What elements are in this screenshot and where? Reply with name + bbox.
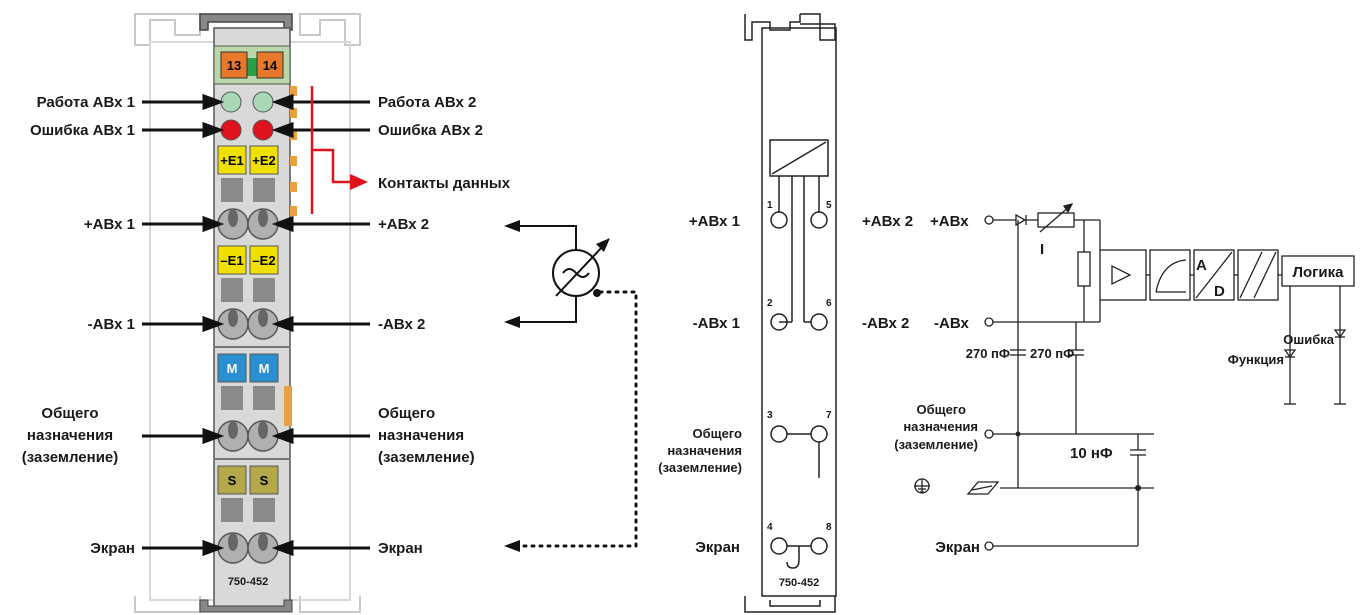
- data-contacts-indicator: [310, 86, 368, 214]
- circuit-label-a: A: [1196, 257, 1207, 274]
- label-minus-2: -АВх 2: [378, 316, 425, 333]
- tag-minus-e1: –E1: [220, 253, 243, 268]
- input-circuit: [914, 203, 1355, 551]
- circuit-led-error: Ошибка: [1283, 332, 1334, 347]
- schematic-label-general-line2: назначения: [667, 443, 742, 458]
- tag-s-2: S: [260, 473, 269, 488]
- label-general-1-line3: (заземление): [22, 449, 119, 466]
- schematic-label-shield: Экран: [695, 539, 740, 556]
- junction-dot: [1135, 485, 1141, 491]
- circuit-label-plus: +АВх: [930, 213, 969, 230]
- label-data-contacts: Контакты данных: [378, 175, 511, 192]
- pin-3: 3: [767, 410, 773, 421]
- led-error-2: [252, 119, 274, 141]
- circuit-label-general-line1: Общего: [916, 402, 966, 417]
- label-plus-1: +АВх 1: [84, 216, 135, 233]
- label-general-1-line2: назначения: [27, 427, 113, 444]
- label-shield-1: Экран: [90, 540, 135, 557]
- pin-6: 6: [826, 298, 832, 309]
- tag-plus-e1: +E1: [220, 153, 244, 168]
- schematic-label-plus-1: +АВх 1: [689, 213, 740, 230]
- circuit-label-general-line3: (заземление): [894, 437, 978, 452]
- tag-m-2: M: [259, 361, 270, 376]
- tag-plus-e2: +E2: [252, 153, 276, 168]
- pin-8: 8: [826, 522, 832, 533]
- schematic-label-minus-1: -АВх 1: [693, 315, 740, 332]
- label-minus-1: -АВх 1: [88, 316, 135, 333]
- circuit-label-i: I: [1040, 241, 1044, 258]
- label-general-1-line1: Общего: [41, 405, 98, 422]
- circuit-cap-10n: 10 нФ: [1070, 445, 1113, 462]
- sensor-symbol: [504, 220, 638, 552]
- circuit-label-shield: Экран: [935, 539, 980, 556]
- label-error-2: Ошибка АВх 2: [378, 122, 483, 139]
- label-run-1: Работа АВх 1: [37, 94, 135, 111]
- label-general-2-line3: (заземление): [378, 449, 475, 466]
- pin-1: 1: [767, 200, 773, 211]
- pin-2: 2: [767, 298, 773, 309]
- pin-4: 4: [767, 522, 773, 533]
- module-schematic: [744, 13, 837, 613]
- circuit-logic-block: Логика: [1292, 264, 1344, 281]
- module-model: 750-452: [228, 576, 268, 588]
- tag-m-1: M: [227, 361, 238, 376]
- circuit-label-general-line2: назначения: [903, 419, 978, 434]
- module-illustration: 13 14 +E1 +E2 –E1 –E2: [134, 13, 361, 613]
- tag-14: 14: [263, 58, 278, 73]
- circuit-label-minus: -АВх: [934, 315, 969, 332]
- tag-s-1: S: [228, 473, 237, 488]
- label-general-2-line2: назначения: [378, 427, 464, 444]
- label-plus-2: +АВх 2: [378, 216, 429, 233]
- led-run-2: [252, 91, 274, 113]
- schematic-label-plus-2: +АВх 2: [862, 213, 913, 230]
- right-callouts: [271, 93, 370, 557]
- junction-dot: [1015, 431, 1021, 437]
- circuit-cap-270-2: 270 пФ: [1030, 346, 1074, 361]
- circuit-led-function: Функция: [1228, 352, 1284, 367]
- schematic-label-general-line3: (заземление): [658, 460, 742, 475]
- pin-7: 7: [826, 410, 832, 421]
- schematic-model: 750-452: [779, 577, 819, 589]
- circuit-label-d: D: [1214, 283, 1225, 300]
- tag-minus-e2: –E2: [252, 253, 275, 268]
- schematic-label-general-line1: Общего: [692, 426, 742, 441]
- circuit-cap-270-1: 270 пФ: [966, 346, 1010, 361]
- label-error-1: Ошибка АВх 1: [30, 122, 135, 139]
- left-callouts: [142, 93, 225, 557]
- pin-5: 5: [826, 200, 832, 211]
- schematic-label-minus-2: -АВх 2: [862, 315, 909, 332]
- tag-13: 13: [227, 58, 241, 73]
- label-shield-2: Экран: [378, 540, 423, 557]
- label-run-2: Работа АВх 2: [378, 94, 476, 111]
- label-general-2-line1: Общего: [378, 405, 435, 422]
